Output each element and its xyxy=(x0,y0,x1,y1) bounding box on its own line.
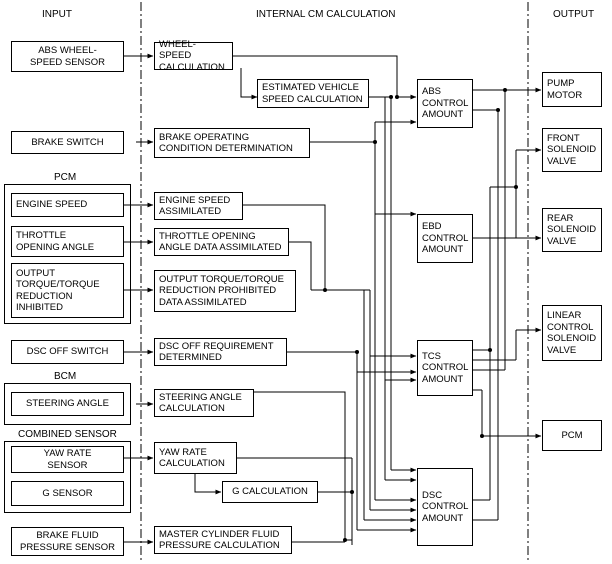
pcm-output-box: PCM xyxy=(542,420,602,451)
throttle-data-assimilated-box: THROTTLE OPENING ANGLE DATA ASSIMILATED xyxy=(154,228,289,256)
rear-solenoid-valve-box: REAR SOLENOID VALVE xyxy=(542,208,602,252)
junction-dots xyxy=(323,88,518,542)
column-dividers xyxy=(140,2,529,562)
torque-data-assimilated-box: OUTPUT TORQUE/TORQUE REDUCTION PROHIBITE… xyxy=(154,270,296,312)
dsc-off-requirement-box: DSC OFF REQUIREMENT DETERMINED xyxy=(154,338,287,366)
dsc-control-amount-box: DSC CONTROL AMOUNT xyxy=(417,468,473,546)
master-cylinder-calculation-box: MASTER CYLINDER FLUID PRESSURE CALCULATI… xyxy=(154,526,292,554)
front-solenoid-valve-box: FRONT SOLENOID VALVE xyxy=(542,128,602,172)
steering-angle-calculation-box: STEERING ANGLE CALCULATION xyxy=(154,389,254,417)
wheel-speed-calculation-box: WHEEL-SPEED CALCULATION xyxy=(154,39,233,73)
estimated-vehicle-speed-calculation-box: ESTIMATED VEHICLE SPEED CALCULATION xyxy=(257,79,369,108)
engine-speed-box: ENGINE SPEED xyxy=(11,193,124,217)
g-calculation-box: G CALCULATION xyxy=(222,481,318,503)
combined-sensor-group-frame xyxy=(4,441,131,513)
abs-wheel-speed-sensor-box: ABS WHEEL- SPEED SENSOR xyxy=(11,41,124,72)
throttle-opening-angle-box: THROTTLE OPENING ANGLE xyxy=(11,226,124,257)
g-sensor-box: G SENSOR xyxy=(11,481,124,506)
column-heading-output: OUTPUT xyxy=(553,9,595,20)
yaw-rate-sensor-box: YAW RATE SENSOR xyxy=(11,446,124,473)
brake-fluid-pressure-sensor-box: BRAKE FLUID PRESSURE SENSOR xyxy=(11,527,124,556)
dsc-off-switch-box: DSC OFF SWITCH xyxy=(11,340,124,364)
pcm-group-label: PCM xyxy=(54,172,77,183)
brake-operating-condition-box: BRAKE OPERATING CONDITION DETERMINATION xyxy=(154,128,310,158)
column-heading-internal: INTERNAL CM CALCULATION xyxy=(256,9,396,20)
engine-speed-assimilated-box: ENGINE SPEED ASSIMILATED xyxy=(154,192,243,220)
ebd-control-amount-box: EBD CONTROL AMOUNT xyxy=(417,214,473,263)
bcm-group-frame xyxy=(4,383,131,425)
pump-motor-box: PUMP MOTOR xyxy=(542,72,602,107)
column-heading-input: INPUT xyxy=(42,9,72,20)
yaw-rate-calculation-box: YAW RATE CALCULATION xyxy=(154,442,237,474)
brake-switch-box: BRAKE SWITCH xyxy=(11,131,124,154)
steering-angle-box: STEERING ANGLE xyxy=(11,392,124,416)
pcm-group-frame xyxy=(4,184,131,324)
connection-lines xyxy=(124,53,542,545)
bcm-group-label: BCM xyxy=(54,371,77,382)
linear-control-solenoid-valve-box: LINEAR CONTROL SOLENOID VALVE xyxy=(542,305,602,361)
tcs-control-amount-box: TCS CONTROL AMOUNT xyxy=(417,340,473,396)
combined-sensor-group-label: COMBINED SENSOR xyxy=(18,429,117,440)
output-torque-inhibited-box: OUTPUT TORQUE/TORQUE REDUCTION INHIBITED xyxy=(11,263,124,318)
abs-control-amount-box: ABS CONTROL AMOUNT xyxy=(417,79,473,128)
